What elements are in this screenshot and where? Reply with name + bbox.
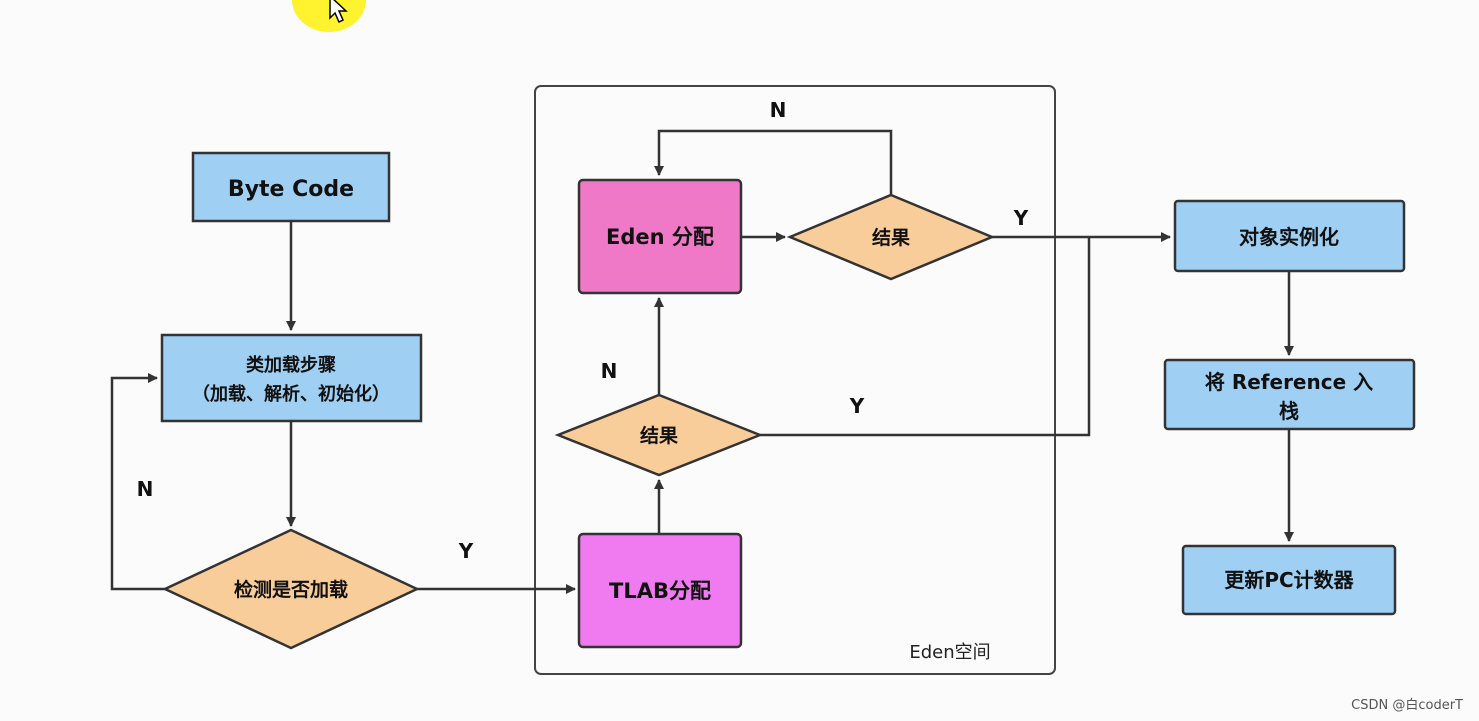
node-push-reference: 将 Reference 入 栈 <box>1163 358 1416 431</box>
svg-text:更新PC计数器: 更新PC计数器 <box>1224 568 1354 592</box>
node-tlab-alloc: TLAB分配 <box>577 532 743 649</box>
node-eden-alloc: Eden 分配 <box>577 178 743 295</box>
svg-text:结果: 结果 <box>640 424 678 447</box>
node-result-upper: 结果 <box>786 193 996 281</box>
node-load-steps: 类加载步骤 （加载、解析、初始化） <box>160 333 423 423</box>
svg-text:（加载、解析、初始化）: （加载、解析、初始化） <box>192 383 390 405</box>
svg-text:Byte Code: Byte Code <box>228 177 354 202</box>
label-check-no: N <box>137 477 154 501</box>
svg-text:对象实例化: 对象实例化 <box>1239 225 1339 249</box>
svg-text:类加载步骤: 类加载步骤 <box>246 354 336 376</box>
node-check-loaded: 检测是否加载 <box>162 528 420 650</box>
svg-text:Eden 分配: Eden 分配 <box>606 225 714 249</box>
edge-result-upper-no-loop <box>654 129 893 195</box>
node-result-lower: 结果 <box>554 393 764 477</box>
svg-text:栈: 栈 <box>1279 399 1299 423</box>
label-upper-yes: Y <box>1013 206 1029 230</box>
node-instantiate: 对象实例化 <box>1173 199 1406 273</box>
label-upper-no: N <box>770 98 787 122</box>
svg-text:将 Reference 入: 将 Reference 入 <box>1205 370 1373 394</box>
svg-text:TLAB分配: TLAB分配 <box>609 579 711 603</box>
mouse-pointer-icon <box>329 0 348 24</box>
svg-text:检测是否加载: 检测是否加载 <box>234 578 348 601</box>
edge-result-lower-yes <box>760 237 1091 437</box>
node-bytecode: Byte Code <box>191 151 391 223</box>
watermark: CSDN @白coderT <box>1351 698 1463 713</box>
svg-text:结果: 结果 <box>872 226 910 249</box>
label-lower-no: N <box>601 359 618 383</box>
edge-check-no-loop <box>110 373 165 591</box>
eden-container-label: Eden空间 <box>909 642 990 663</box>
eden-container <box>534 85 1056 675</box>
label-check-yes: Y <box>458 539 474 563</box>
label-lower-yes: Y <box>849 394 865 418</box>
node-update-pc: 更新PC计数器 <box>1181 544 1397 616</box>
